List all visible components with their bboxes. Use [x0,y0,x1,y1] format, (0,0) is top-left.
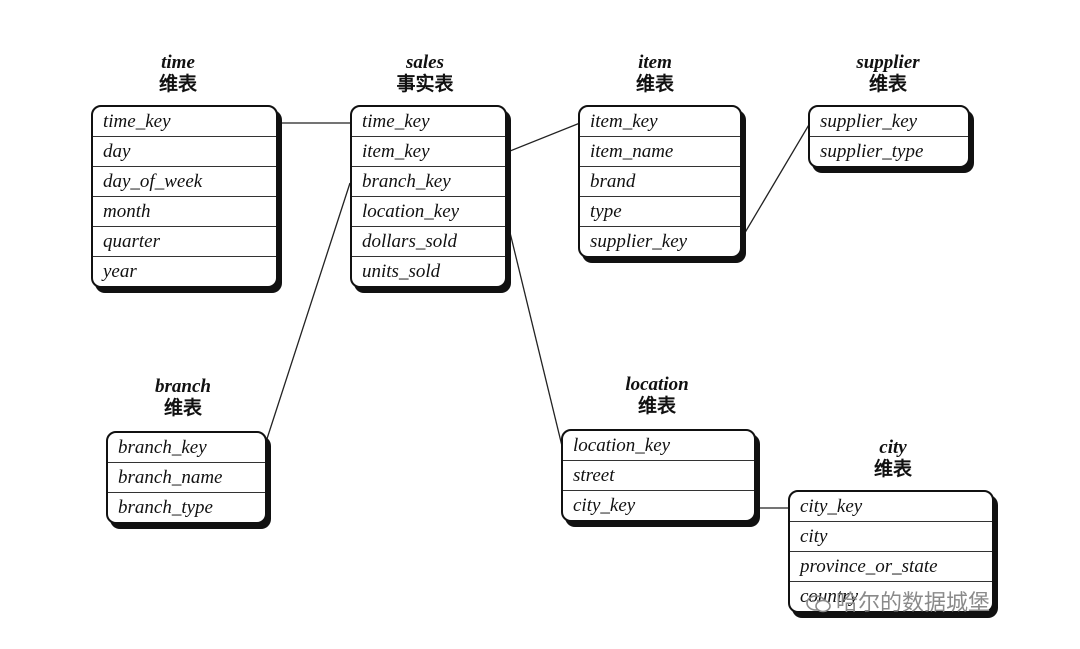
branch-table-name: branch [155,376,211,397]
city-table-title: city 维表 [823,437,963,481]
table-row: dollars_sold [352,226,505,256]
table-row: quarter [93,226,276,256]
link-sales-item [504,122,581,154]
table-row: location_key [352,196,505,226]
branch-table: branch_key branch_name branch_type [106,431,267,524]
table-row: supplier_type [810,136,968,166]
table-row: branch_key [352,166,505,196]
sales-table-title: sales 事实表 [355,52,495,96]
table-row: supplier_key [580,226,740,256]
table-row: supplier_key [820,111,918,132]
table-row: item_name [580,136,740,166]
location-table-name: location [625,374,689,395]
table-row: time_key [103,111,171,132]
sales-table: time_key item_key branch_key location_ke… [350,105,507,288]
link-item-supplier [739,122,811,242]
watermark-text: 哈尔的数据城堡 [836,591,991,616]
city-table: city_key city province_or_state country [788,490,994,613]
table-row: year [93,256,276,286]
table-row: day_of_week [93,166,276,196]
sales-table-kind: 事实表 [396,72,454,95]
table-row: brand [580,166,740,196]
table-row: month [93,196,276,226]
table-row: item_key [352,136,505,166]
table-row: city_key [563,490,754,520]
time-table-title: time 维表 [108,52,248,96]
time-table-name: time [161,52,195,73]
item-table-name: item [638,52,672,73]
branch-table-title: branch 维表 [113,376,253,420]
table-row: time_key [362,111,430,132]
table-row: location_key [573,435,671,456]
supplier-table-kind: 维表 [868,72,907,95]
link-sales-branch [263,182,351,449]
table-row: item_key [590,111,658,132]
table-row: street [563,460,754,490]
table-row: branch_key [118,437,207,458]
table-row: branch_type [108,492,265,522]
city-table-kind: 维表 [873,457,912,480]
table-row: units_sold [352,256,505,286]
watermark: 哈尔的数据城堡 [806,585,990,617]
location-table-kind: 维表 [637,394,676,417]
location-table: location_key street city_key [561,429,756,522]
branch-table-kind: 维表 [163,396,202,419]
table-row: day [93,136,276,166]
item-table-title: item 维表 [585,52,725,96]
supplier-table-title: supplier 维表 [818,52,958,96]
table-row: branch_name [108,462,265,492]
table-row: country [790,581,992,611]
supplier-table-name: supplier [856,52,920,73]
item-table-kind: 维表 [635,72,674,95]
table-row: city_key [800,496,863,517]
table-row: province_or_state [790,551,992,581]
supplier-table: supplier_key supplier_type [808,105,970,168]
location-table-title: location 维表 [587,374,727,418]
time-table-kind: 维表 [158,72,197,95]
time-table: time_key day day_of_week month quarter y… [91,105,278,288]
table-row: type [580,196,740,226]
city-table-name: city [879,437,907,458]
sales-table-name: sales [406,52,444,73]
table-row: city [790,521,992,551]
item-table: item_key item_name brand type supplier_k… [578,105,742,258]
wechat-icon [806,594,832,614]
link-sales-location [504,211,563,447]
